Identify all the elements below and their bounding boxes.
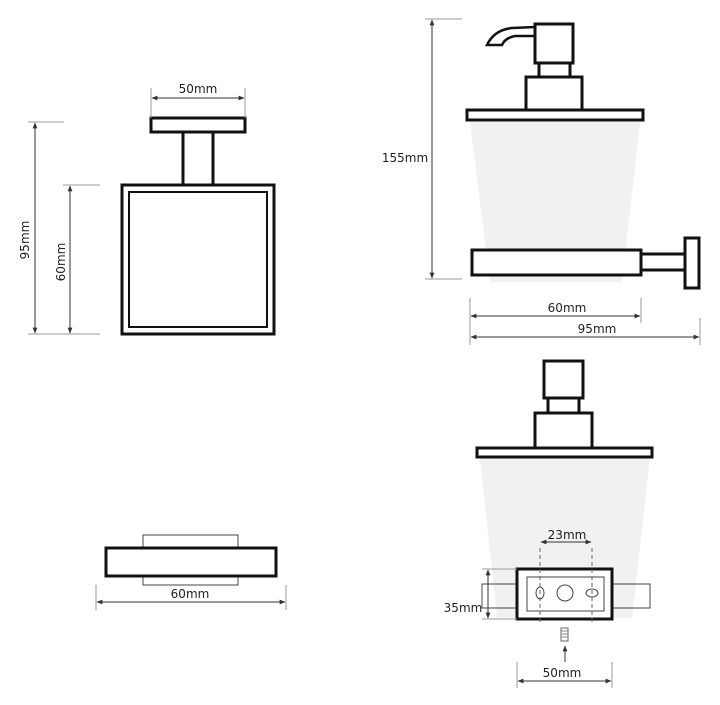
pump-spout xyxy=(485,25,537,47)
dim-label-plate-width: 50mm xyxy=(179,82,218,96)
dim-label-bottom-width: 60mm xyxy=(171,587,210,601)
pump-neck xyxy=(537,61,572,79)
dim-label-height: 155mm xyxy=(382,151,428,165)
ceiling-plate xyxy=(149,116,247,134)
dim-label-hole-spacing: 23mm xyxy=(548,528,587,542)
lid-plate xyxy=(475,446,654,459)
dim-label-holder-width: 60mm xyxy=(548,301,587,315)
bottom-view: 60mm xyxy=(95,534,287,610)
pump-neck xyxy=(546,396,581,415)
pump-collar xyxy=(533,411,594,450)
lid-plate xyxy=(465,108,645,122)
glass-container xyxy=(470,122,640,282)
back-view: 23mm 35mm 50mm xyxy=(444,359,654,688)
side-view: 155mm 60mm 95mm xyxy=(382,18,701,345)
stem xyxy=(181,130,215,187)
holder-bar xyxy=(104,546,278,578)
dim-label-total-height: 95mm xyxy=(18,221,32,260)
wall-arm xyxy=(639,252,687,272)
set-screw-icon xyxy=(560,627,569,642)
dim-label-depth: 95mm xyxy=(578,322,617,336)
dim-label-square-height: 60mm xyxy=(54,243,68,282)
pump-head xyxy=(542,359,585,400)
wall-plate xyxy=(683,236,701,290)
pump-collar xyxy=(524,75,584,112)
dim-label-bracket-height: 35mm xyxy=(444,601,483,615)
pump-head xyxy=(533,22,575,65)
center-hole xyxy=(556,584,574,602)
dim-label-bracket-width: 50mm xyxy=(543,666,582,680)
front-view: 50mm 95mm 60mm xyxy=(18,82,276,336)
holder-bar xyxy=(470,248,643,277)
bracket-inner xyxy=(526,576,605,612)
holder-inner xyxy=(128,191,268,328)
